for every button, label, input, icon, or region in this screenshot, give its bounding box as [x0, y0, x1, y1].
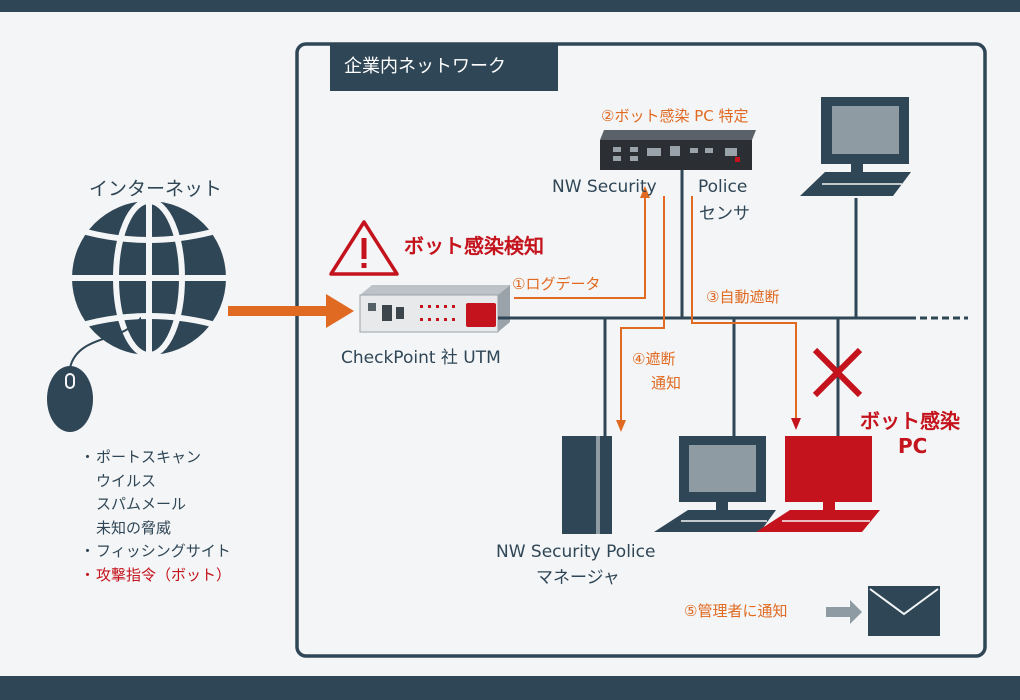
top-banner — [0, 0, 1020, 12]
step4-label-line1: ④遮断 — [632, 350, 676, 368]
utm-label: CheckPoint 社 UTM — [341, 348, 501, 368]
mouse-icon — [47, 317, 142, 432]
threat-item: ・フィッシングサイト — [80, 542, 231, 560]
sensor-name-right: Police — [698, 177, 748, 197]
server-tower-icon — [562, 436, 612, 534]
corporate-network-frame — [295, 42, 987, 658]
notify-admin-arrow — [826, 600, 862, 624]
internet-label: インターネット — [89, 178, 223, 200]
block-notify-arrow — [616, 196, 665, 432]
bot-detect-label: ボット感染検知 — [404, 234, 544, 258]
step5-label: ⑤管理者に通知 — [684, 602, 788, 620]
sensor-appliance-icon — [600, 130, 756, 170]
threat-item: スパムメール — [96, 495, 187, 513]
threat-item-attack-command: ・攻撃指令（ボット） — [80, 565, 232, 584]
infected-pc-label-line2: PC — [898, 434, 928, 458]
traffic-arrow — [228, 294, 354, 328]
infected-pc-icon — [756, 436, 880, 532]
log-data-arrow — [514, 186, 650, 299]
monitor-icon — [654, 436, 776, 532]
warning-icon — [329, 220, 399, 276]
step3-label: ③自動遮断 — [706, 288, 780, 306]
globe-icon — [72, 198, 226, 358]
sensor-subtitle: センサ — [699, 204, 750, 224]
step4-label-line2: 通知 — [651, 374, 682, 392]
threat-item: 未知の脅威 — [96, 518, 172, 537]
auto-block-arrow — [691, 196, 801, 430]
infected-pc-label-line1: ボット感染 — [860, 409, 960, 433]
threat-list: ・ポートスキャン ウイルス スパムメール 未知の脅威 ・フィッシングサイト ・攻… — [80, 446, 231, 587]
monitor-icon — [800, 97, 911, 196]
corporate-network-title-tab — [330, 44, 558, 91]
bottom-banner — [0, 676, 1020, 700]
threat-item: ウイルス — [96, 471, 157, 490]
cross-icon — [812, 347, 863, 398]
mail-icon — [868, 586, 940, 636]
sensor-name-left: NW Security — [552, 177, 657, 197]
threat-item: ・ポートスキャン — [80, 448, 202, 466]
network-lines — [498, 170, 968, 436]
step1-label: ①ログデータ — [512, 275, 601, 293]
utm-appliance-icon — [359, 285, 510, 333]
step2-label: ②ボット感染 PC 特定 — [601, 107, 749, 125]
corporate-network-title: 企業内ネットワーク — [344, 56, 506, 77]
manager-label-line1: NW Security Police — [496, 542, 656, 562]
manager-label-line2: マネージャ — [536, 568, 620, 588]
